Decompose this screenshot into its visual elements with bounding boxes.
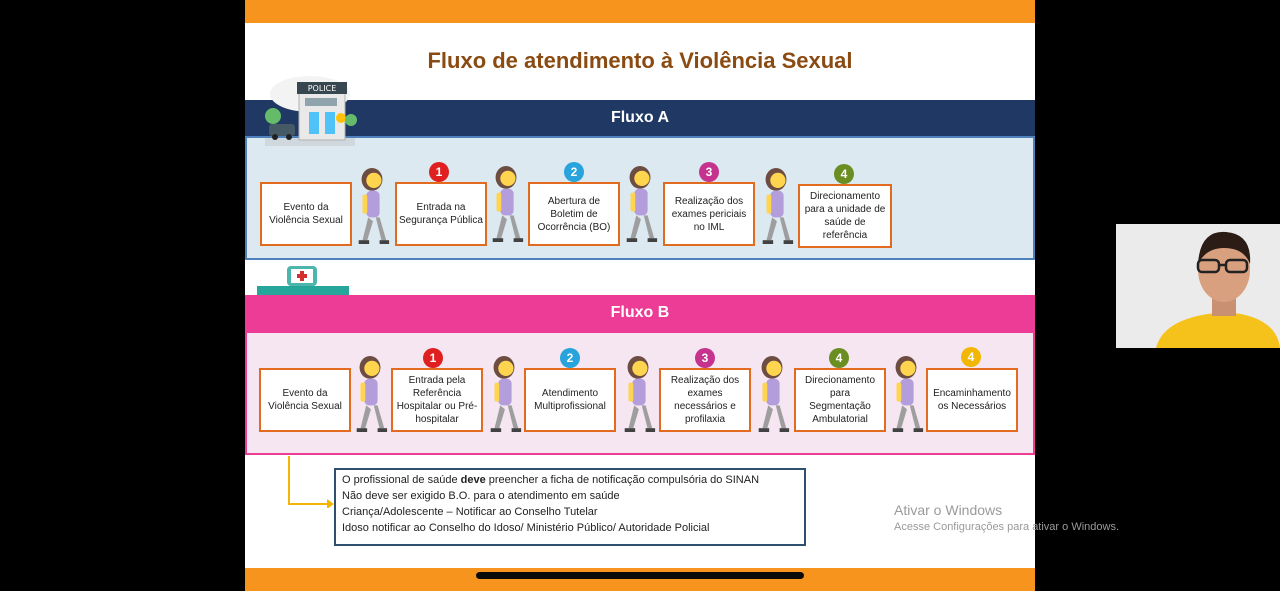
- flow-a-badge-1: 1: [429, 162, 449, 182]
- walking-person-icon: [358, 168, 390, 244]
- walking-person-icon: [758, 356, 790, 432]
- flow-b-step-1: Entrada pela Referência Hospitalar ou Pr…: [391, 368, 483, 432]
- flow-a-badge-3: 3: [699, 162, 719, 182]
- walking-person-icon: [356, 356, 388, 432]
- notification-info-box: O profissional de saúde deve preencher a…: [334, 468, 806, 546]
- windows-activation-watermark: Ativar o Windows Acesse Configurações pa…: [894, 502, 1119, 533]
- flow-a-step-4: Direcionamento para a unidade de saúde d…: [798, 184, 892, 248]
- flow-b-badge-4: 4: [829, 348, 849, 368]
- info-line-1: O profissional de saúde deve preencher a…: [342, 474, 760, 486]
- watermark-subtitle: Acesse Configurações para ativar o Windo…: [894, 521, 1119, 533]
- slide-title: Fluxo de atendimento à Violência Sexual: [427, 48, 853, 73]
- presenter-avatar: [1116, 224, 1280, 348]
- flow-a-step-event: Evento da Violência Sexual: [260, 182, 352, 246]
- flow-a-step-1: Entrada na Segurança Pública: [395, 182, 487, 246]
- flow-b-header: Fluxo B: [245, 295, 1035, 331]
- flow-b-step-5: Encaminhamento os Necessários: [926, 368, 1018, 432]
- connector-arrow-icon: [288, 456, 334, 508]
- police-station-icon: POLICE: [265, 76, 357, 146]
- flow-b-badge-3: 3: [695, 348, 715, 368]
- walking-person-icon: [626, 166, 658, 242]
- flow-b-step-2: Atendimento Multiprofissional: [524, 368, 616, 432]
- flow-b-step-event: Evento da Violência Sexual: [259, 368, 351, 432]
- info-line-4: Idoso notificar ao Conselho do Idoso/ Mi…: [342, 522, 710, 534]
- flow-b-step-3: Realização dos exames necessários e prof…: [659, 368, 751, 432]
- walking-person-icon: [490, 356, 522, 432]
- walking-person-icon: [492, 166, 524, 242]
- police-sign-label: POLICE: [308, 84, 337, 93]
- watermark-title: Ativar o Windows: [894, 502, 1003, 518]
- webcam-thumbnail[interactable]: [1116, 224, 1280, 348]
- flow-b-badge-4b: 4: [961, 347, 981, 367]
- flow-b-badge-2: 2: [560, 348, 580, 368]
- top-orange-bar: [245, 0, 1035, 23]
- flow-b-badge-1: 1: [423, 348, 443, 368]
- flow-a-step-3: Realização dos exames periciais no IML: [663, 182, 755, 246]
- flow-a-header: Fluxo A: [245, 100, 1035, 136]
- flow-a-step-2: Abertura de Boletim de Ocorrência (BO): [528, 182, 620, 246]
- bottom-orange-bar: [245, 568, 1035, 591]
- info-line-3: Criança/Adolescente – Notificar ao Conse…: [342, 506, 598, 518]
- flow-b-step-4: Direcionamento para Segmentação Ambulato…: [794, 368, 886, 432]
- walking-person-icon: [892, 356, 924, 432]
- walking-person-icon: [762, 168, 794, 244]
- info-line-2: Não deve ser exigido B.O. para o atendim…: [342, 490, 620, 502]
- flow-a-badge-2: 2: [564, 162, 584, 182]
- flow-a-badge-4: 4: [834, 164, 854, 184]
- scroll-indicator[interactable]: [476, 572, 804, 579]
- presentation-slide: Fluxo de atendimento à Violência Sexual …: [245, 0, 1035, 591]
- walking-person-icon: [624, 356, 656, 432]
